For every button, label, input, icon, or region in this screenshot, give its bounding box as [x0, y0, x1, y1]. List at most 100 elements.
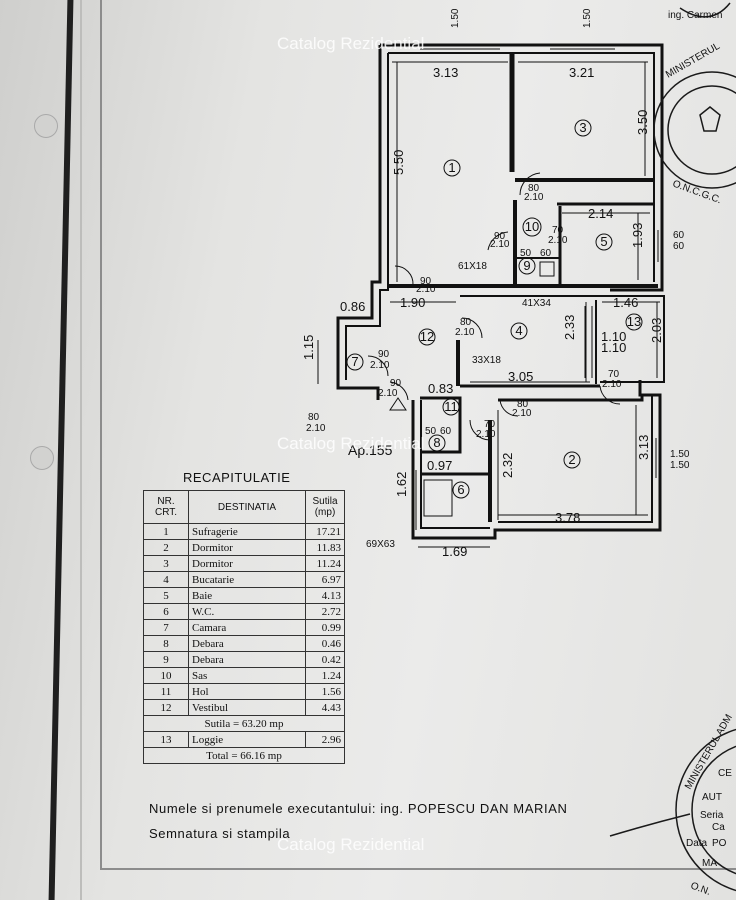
dimension-label: 0.83 [428, 381, 453, 396]
table-cell: 4.43 [305, 699, 345, 716]
room-number: 10 [525, 219, 539, 234]
table-cell: 4.13 [305, 587, 345, 604]
stamp-text: PO [712, 838, 727, 849]
dimension-label: 1.90 [400, 295, 425, 310]
table-cell: 11.24 [305, 555, 345, 572]
door-label: 2.10 [306, 423, 326, 434]
table-cell: 17.21 [305, 523, 345, 540]
watermark: Catalog Rezidential [277, 34, 424, 53]
door-label: 1.50 [450, 8, 461, 28]
door-label: 2.10 [548, 235, 568, 246]
dimension-label: 3.21 [569, 65, 594, 80]
watermark: Catalog Rezidential [277, 434, 424, 453]
room-number: 2 [568, 452, 575, 467]
wall [420, 396, 462, 454]
room-number: 1 [448, 160, 455, 175]
opening-label: 33X18 [472, 355, 501, 366]
stamp-text: Data [686, 838, 708, 849]
door-label: 2.10 [476, 429, 496, 440]
dimension-label: 0.86 [340, 299, 365, 314]
door-label: 60 [540, 248, 552, 259]
door-label: 50 [520, 248, 532, 259]
room-number: 5 [600, 234, 607, 249]
room-number: 7 [351, 354, 358, 369]
table-cell: 6.97 [305, 571, 345, 588]
dimension-label: 3.13 [636, 435, 651, 460]
dimension-label: 1.93 [630, 223, 645, 248]
door-label: 2.10 [378, 388, 398, 399]
door-label: 60 [673, 241, 685, 252]
door-label: 1.50 [670, 449, 690, 460]
room-number: 11 [444, 399, 458, 414]
table-cell: 11.83 [305, 539, 345, 556]
apartment-label: Ap.155 [348, 442, 393, 458]
stamp-text: Ca [712, 822, 725, 833]
frame-bottom-border [100, 868, 736, 870]
door-label: 80 [517, 399, 529, 410]
table-header-row: NR. CRT. DESTINATIA Sutila (mp) [143, 490, 345, 524]
wall [345, 53, 389, 380]
dimension-label: 1.46 [613, 295, 638, 310]
stamp-text: AUT [702, 792, 722, 803]
opening-label: 41X34 [522, 298, 551, 309]
stamp-text: Seria [700, 810, 724, 821]
dimension-label: 3.50 [635, 110, 650, 135]
door-label: 50 [425, 426, 437, 437]
dimension-label: 1.15 [301, 335, 316, 360]
room-number: 9 [523, 258, 530, 273]
wall [498, 395, 644, 402]
recap-title: RECAPITULATIE [183, 470, 291, 485]
door-label: 90 [390, 378, 402, 389]
watermark: Catalog Rezidential [277, 835, 424, 854]
signature-line: Semnatura si stampila [149, 826, 291, 841]
stamp-text: CE [718, 768, 732, 779]
dimension-label: 1.10 [601, 329, 626, 344]
door-label: 90 [378, 349, 390, 360]
opening-label: 69X63 [366, 539, 395, 550]
punch-hole [34, 114, 58, 138]
punch-hole [30, 446, 54, 470]
wall [498, 395, 653, 523]
table-row: Sutila = 63.20 mp [143, 715, 345, 732]
top-stamp [653, 2, 736, 189]
door-label: 60 [673, 230, 685, 241]
door-label: 80 [460, 317, 472, 328]
dimension-label: 0.97 [427, 458, 452, 473]
door-label: 80 [528, 183, 540, 194]
dimension-label: 1.69 [442, 544, 467, 559]
opening-label: 61X18 [458, 261, 487, 272]
dimension-label: 1.62 [394, 472, 409, 497]
stamp-text: MA [702, 858, 717, 869]
dimension-label: 3.05 [508, 369, 533, 384]
wall [388, 52, 655, 282]
door-label: 70 [608, 369, 620, 380]
door-label: 90 [420, 276, 432, 287]
door-label: 2.10 [455, 327, 475, 338]
wall [336, 45, 382, 400]
table-cell: 0.42 [305, 651, 345, 668]
room-number: 3 [579, 120, 586, 135]
door-label: 2.10 [512, 408, 532, 419]
sutila-total: Sutila = 63.20 mp [143, 715, 345, 732]
room-number: 4 [515, 323, 522, 338]
table-cell: Loggie [188, 731, 306, 748]
room-number: 12 [420, 329, 434, 344]
dimension-label: 2.33 [562, 315, 577, 340]
room-number: 13 [627, 314, 641, 329]
door-label: 2.10 [370, 360, 390, 371]
executant-line: Numele si prenumele executantului: ing. … [149, 801, 568, 816]
bottom-stamp [609, 728, 736, 892]
door-label: 70 [484, 419, 496, 430]
stamp-text: MINISTERUL ADM [683, 713, 735, 792]
stamp-text: O.N.C.G.C. [671, 178, 723, 206]
page-fold [80, 0, 82, 900]
room-number: 8 [433, 435, 440, 450]
